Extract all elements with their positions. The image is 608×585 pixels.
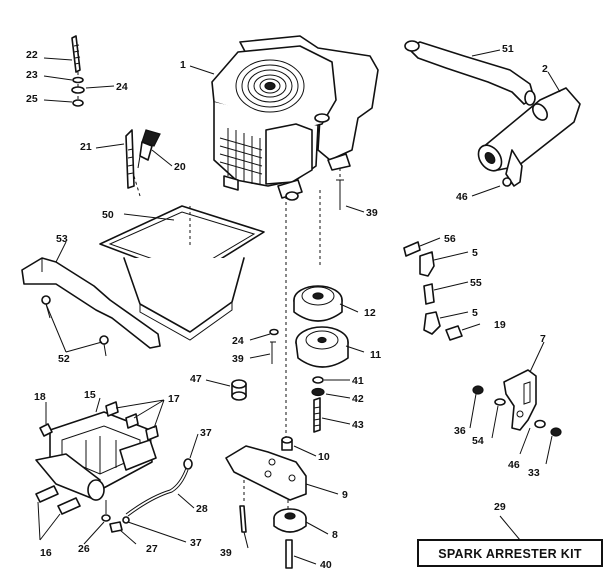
washer-42 bbox=[311, 387, 325, 397]
lenses-16 bbox=[35, 485, 81, 515]
callout-28: 28 bbox=[196, 503, 208, 515]
screw-22 bbox=[71, 35, 81, 73]
callout-7: 7 bbox=[540, 333, 546, 345]
washer-46b bbox=[534, 419, 546, 429]
spacer-47 bbox=[231, 379, 247, 401]
bracket-7 bbox=[503, 369, 537, 431]
callout-29: 29 bbox=[494, 501, 506, 513]
elbow-5b bbox=[423, 311, 441, 335]
callout-5a: 5 bbox=[472, 247, 478, 259]
callout-labels: 1 2 51 46 39 22 23 24 25 21 20 50 53 52 … bbox=[26, 43, 548, 571]
bolt-21 bbox=[125, 129, 135, 189]
callout-52: 52 bbox=[58, 353, 70, 365]
elbow-5a bbox=[419, 251, 435, 277]
callout-25: 25 bbox=[26, 93, 38, 105]
bolt-43 bbox=[313, 397, 321, 433]
washer-54 bbox=[494, 398, 506, 406]
callout-54: 54 bbox=[472, 435, 484, 447]
leader-lines bbox=[37, 49, 561, 565]
callout-41: 41 bbox=[352, 375, 364, 387]
kit-box bbox=[417, 539, 603, 567]
bolt-40 bbox=[285, 539, 293, 569]
callout-19: 19 bbox=[494, 319, 506, 331]
plate-9 bbox=[225, 445, 307, 501]
callout-20: 20 bbox=[174, 161, 186, 173]
callout-43: 43 bbox=[352, 419, 364, 431]
fitting-19 bbox=[445, 325, 463, 341]
pulley-12 bbox=[293, 285, 343, 322]
callout-26: 26 bbox=[78, 543, 90, 555]
bolt-39b bbox=[270, 341, 276, 364]
clutch-11 bbox=[295, 326, 349, 368]
callout-50: 50 bbox=[102, 209, 114, 221]
callout-39a: 39 bbox=[366, 207, 378, 219]
callout-55: 55 bbox=[470, 277, 482, 289]
callout-39c: 39 bbox=[220, 547, 232, 559]
callout-12: 12 bbox=[364, 307, 376, 319]
callout-10: 10 bbox=[318, 451, 330, 463]
wire-28 bbox=[125, 467, 189, 517]
callout-24a: 24 bbox=[116, 81, 128, 93]
washer-24b bbox=[269, 328, 279, 336]
callout-37a: 37 bbox=[200, 427, 212, 439]
connector-27 bbox=[109, 521, 123, 533]
spark-plug-20 bbox=[137, 129, 161, 169]
nut-33 bbox=[550, 427, 562, 437]
callout-21: 21 bbox=[80, 141, 92, 153]
callout-18: 18 bbox=[34, 391, 46, 403]
bolt-39c bbox=[239, 505, 247, 533]
tube-55 bbox=[423, 283, 435, 305]
callout-51: 51 bbox=[502, 43, 514, 55]
callout-1: 1 bbox=[180, 59, 186, 71]
callout-46a: 46 bbox=[456, 191, 468, 203]
callout-8: 8 bbox=[332, 529, 338, 541]
callout-11: 11 bbox=[370, 349, 381, 361]
pulley-8 bbox=[273, 508, 307, 533]
callout-24b: 24 bbox=[232, 335, 244, 347]
washer-24 bbox=[71, 86, 85, 94]
callout-56: 56 bbox=[444, 233, 456, 245]
washer-41 bbox=[312, 376, 324, 384]
bolt-39a bbox=[336, 179, 344, 210]
callout-16: 16 bbox=[40, 547, 52, 559]
spark-arrester-kit: SPARK ARRESTER KIT bbox=[417, 539, 603, 567]
connector-26 bbox=[101, 500, 111, 522]
terminal-37a bbox=[183, 458, 193, 470]
tray-50 bbox=[99, 205, 265, 341]
callout-40: 40 bbox=[320, 559, 332, 571]
bolt-36 bbox=[472, 385, 484, 395]
exhaust-pipe-51 bbox=[404, 40, 536, 106]
callout-27: 27 bbox=[146, 543, 158, 555]
terminal-37b bbox=[122, 516, 130, 524]
callout-17: 17 bbox=[168, 393, 180, 405]
callout-42: 42 bbox=[352, 393, 364, 405]
callout-33: 33 bbox=[528, 467, 540, 479]
kit-label: SPARK ARRESTER KIT bbox=[438, 547, 582, 561]
callout-9: 9 bbox=[342, 489, 348, 501]
callout-23: 23 bbox=[26, 69, 38, 81]
nut-25 bbox=[72, 99, 84, 107]
callout-46b: 46 bbox=[508, 459, 520, 471]
clip-18 bbox=[39, 423, 53, 437]
housing-15 bbox=[35, 411, 157, 501]
engine bbox=[211, 35, 379, 201]
callout-15: 15 bbox=[84, 389, 96, 401]
fitting-56 bbox=[403, 241, 421, 257]
muffler-2 bbox=[477, 87, 581, 187]
callout-53: 53 bbox=[56, 233, 68, 245]
callout-37b: 37 bbox=[190, 537, 202, 549]
callout-22: 22 bbox=[26, 49, 38, 61]
spacer-10 bbox=[281, 436, 293, 451]
callout-5b: 5 bbox=[472, 307, 478, 319]
callout-39b: 39 bbox=[232, 353, 244, 365]
callout-47: 47 bbox=[190, 373, 202, 385]
callout-2: 2 bbox=[542, 63, 548, 75]
washer-23 bbox=[72, 76, 84, 84]
callout-36: 36 bbox=[454, 425, 466, 437]
